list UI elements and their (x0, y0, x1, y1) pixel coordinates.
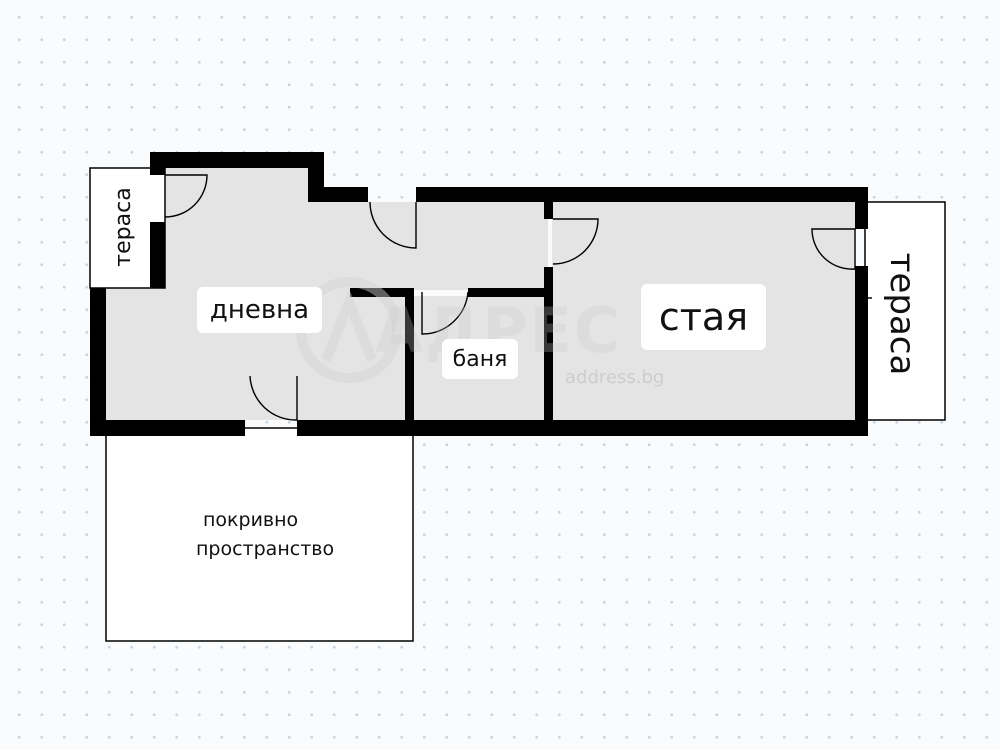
room-fills (106, 168, 856, 420)
wall-bath-top-right (468, 288, 553, 297)
roof-space-area (105, 427, 414, 642)
door-bathroom (421, 291, 469, 335)
bathroom-label: баня (442, 339, 518, 379)
wall-bottom-left (90, 420, 245, 436)
wall-top-living (150, 152, 324, 168)
wall-top-right (416, 187, 868, 202)
wall-terrace-left-side (150, 152, 165, 175)
door-terrace-left (164, 174, 208, 218)
wall-bedroom-left-top (544, 202, 553, 219)
wall-right-bottom (855, 266, 868, 436)
wall-bath-top-left (350, 288, 414, 297)
hall-area (407, 202, 548, 290)
door-roof-space (249, 375, 298, 421)
door-bedroom (552, 218, 599, 265)
door-entrance (369, 201, 417, 249)
doors (164, 174, 872, 421)
terrace-left-label: тераса (111, 187, 136, 267)
watermark-site: address.bg (565, 367, 665, 388)
wall-bedroom-left-bottom (544, 267, 553, 427)
roof-space-label-line1: покривно (203, 509, 299, 531)
wall-bath-left (405, 288, 414, 428)
wall-bottom-right (297, 420, 868, 436)
roof-space-label-line2: пространство (196, 538, 335, 560)
door-terrace-right (811, 228, 856, 270)
wall-right-top (855, 187, 868, 229)
wall-step-horizontal (308, 187, 368, 202)
terrace-right-label: тераса (882, 252, 922, 376)
wall-left-lower (90, 288, 106, 436)
walls (90, 152, 868, 436)
wall-terrace-left-lower (150, 222, 165, 288)
living-room-label: дневна (197, 287, 322, 333)
bedroom-label: стая (641, 284, 766, 350)
